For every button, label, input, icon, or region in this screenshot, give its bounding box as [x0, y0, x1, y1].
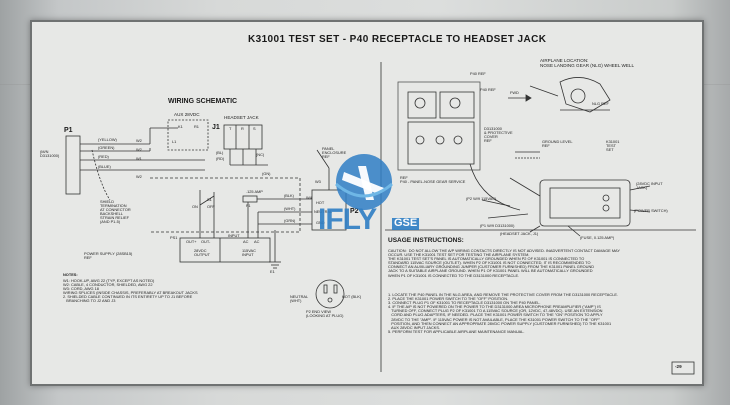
- p1-ref-label: (P1 W/9 D3131000): [480, 223, 515, 228]
- w3-label: W3: [315, 179, 321, 184]
- wire-green: (GREEN): [98, 145, 115, 150]
- r1-label: R1: [194, 124, 199, 129]
- hot-blk-label: HOT (BLK): [342, 294, 362, 299]
- p2-label: P2: [350, 208, 359, 215]
- fuse-amp-label: .125 AMP: [246, 189, 263, 194]
- ps1-label: PS1: [170, 235, 178, 240]
- wire-id-4: W2: [136, 174, 142, 179]
- gn-label: (GN): [262, 171, 271, 176]
- watermark-tag: GSE: [392, 217, 420, 230]
- j1-pin-r: R: [241, 126, 244, 131]
- switch-on-label: ON: [192, 204, 198, 209]
- w4-label: W4: [306, 195, 312, 200]
- p2-cord-label: (P2 W/9 115VAC): [466, 196, 497, 201]
- watermark-logo: IFLY GSE: [318, 148, 430, 248]
- wire-id-3: W1: [136, 156, 142, 161]
- schematic-heading: WIRING SCHEMATIC: [168, 98, 238, 105]
- p40-ref-mid: P40 REF: [480, 87, 496, 92]
- nlg-ref-label: NLG REF: [592, 101, 609, 106]
- wire-blk: (BLK): [284, 193, 294, 198]
- d3131000-label: D3131000 & PROTECTIVE COVER REF: [484, 126, 513, 144]
- wire-red: (RED): [98, 154, 109, 159]
- p2-gnd: GND: [316, 220, 325, 225]
- p40-ref-top: P40 REF: [470, 71, 486, 76]
- page-number: -29: [675, 364, 682, 369]
- ac-input-label: 115VAC INPUT: [242, 248, 256, 258]
- j1-pin-t: T: [229, 126, 232, 131]
- p2-hot: HOT: [316, 200, 325, 205]
- switch-s1-label: S1: [207, 197, 212, 202]
- instructions-steps: 1. LOCATE THE P40 PANEL IN THE NLG AREA,…: [388, 292, 619, 334]
- notes-body: W1: HOOK-UP, AWG 22 (TYP, EXCEPT AS NOTE…: [63, 278, 198, 304]
- k31001-label: K31001 TEST SET: [606, 139, 620, 153]
- wire-id-2: W2: [136, 147, 142, 152]
- wire-grn: (GRN): [284, 218, 296, 223]
- power-switch-label: (POWER SWITCH): [634, 208, 668, 213]
- wire-wht: (WHT): [284, 206, 296, 211]
- nc-label: (NC): [256, 152, 265, 157]
- p40-panel-label: REF P40 - PANEL-NOSE GEAR SERVICE: [400, 175, 466, 185]
- rd-label: (RD): [216, 156, 225, 161]
- panel-enclosure-label: PANEL ENCLOSURE REF: [322, 146, 347, 160]
- input-label: INPUT: [228, 233, 240, 238]
- fuse-f1: [242, 195, 258, 203]
- out-minus-label: OUT-: [201, 239, 211, 244]
- power-supply-ref: POWER SUPPLY (28SB15) REF: [84, 251, 133, 261]
- headset-jack-j1-label: (HEADSET JACK, J1): [500, 231, 539, 236]
- k1-label: K1: [178, 124, 183, 129]
- placard-title: K31001 TEST SET - P40 RECEPTACLE TO HEAD…: [248, 34, 547, 45]
- p1-ref: (M/N D3131000): [40, 149, 60, 159]
- page-number-box: [671, 361, 695, 375]
- p1-label: P1: [64, 127, 73, 134]
- watermark-plane-icon: [335, 154, 393, 210]
- j1-label: J1: [212, 124, 220, 131]
- power-supply-ps1: [179, 237, 271, 263]
- neutral-wht-label: NEUTRAL (WHT): [290, 294, 309, 304]
- wire-blue: (BLUE): [98, 164, 111, 169]
- switch-off-label: OFF: [207, 204, 215, 209]
- out-plus-label: OUT+: [186, 239, 197, 244]
- panel-illustration-frame: [397, 81, 481, 171]
- ac-label-2: AC: [254, 239, 260, 244]
- shield-termination-label: SHIELD TERMINATION AT CONNECTOR BACKSHEL…: [100, 199, 131, 225]
- instructions-heading: USAGE INSTRUCTIONS:: [388, 237, 464, 244]
- p1-connector: [65, 135, 81, 195]
- fwd-label: FWD: [510, 90, 519, 95]
- test-set-illustration: [539, 179, 631, 227]
- watermark-brand: IFLY: [318, 203, 377, 236]
- notes-title: NOTES:: [63, 272, 78, 277]
- p2-neutral: NEUTRAL: [314, 209, 333, 214]
- instructions-caution: CAUTION: DO NOT ALLOW THE A/P WIRING CON…: [388, 248, 620, 278]
- wire-yellow: (YELLOW): [98, 137, 117, 142]
- wire-id-1: W2: [136, 138, 142, 143]
- input-jack-label: (28VDC INPUT JACK): [636, 181, 663, 191]
- aux-label: AUX 28VDC: [174, 112, 200, 117]
- l1-label: L1: [172, 139, 177, 144]
- p2-end-view-label: P2 END VIEW (LOOKING AT PLUG): [306, 309, 344, 319]
- headset-jack-label: HEADSET JACK: [224, 115, 259, 120]
- fuse-label: (FUSE, 0.125 AMP): [580, 235, 615, 240]
- airplane-location: AIRPLANE LOCATION: NOSE LANDING GEAR (NL…: [540, 58, 635, 68]
- e1-label: E1: [270, 269, 275, 274]
- fuse-f1-label: F1: [246, 203, 251, 208]
- bl-label: (BL): [216, 150, 224, 155]
- p2-end-view: [315, 279, 345, 309]
- relay-k1: [167, 119, 209, 151]
- dc-output-label: 28VDC OUTPUT: [194, 248, 210, 258]
- nose-gear-sketch: [559, 77, 611, 113]
- ground-level-label: GROUND LEVEL REF: [542, 139, 573, 149]
- ac-label-1: AC: [243, 239, 249, 244]
- j1-pin-s: S: [253, 126, 256, 131]
